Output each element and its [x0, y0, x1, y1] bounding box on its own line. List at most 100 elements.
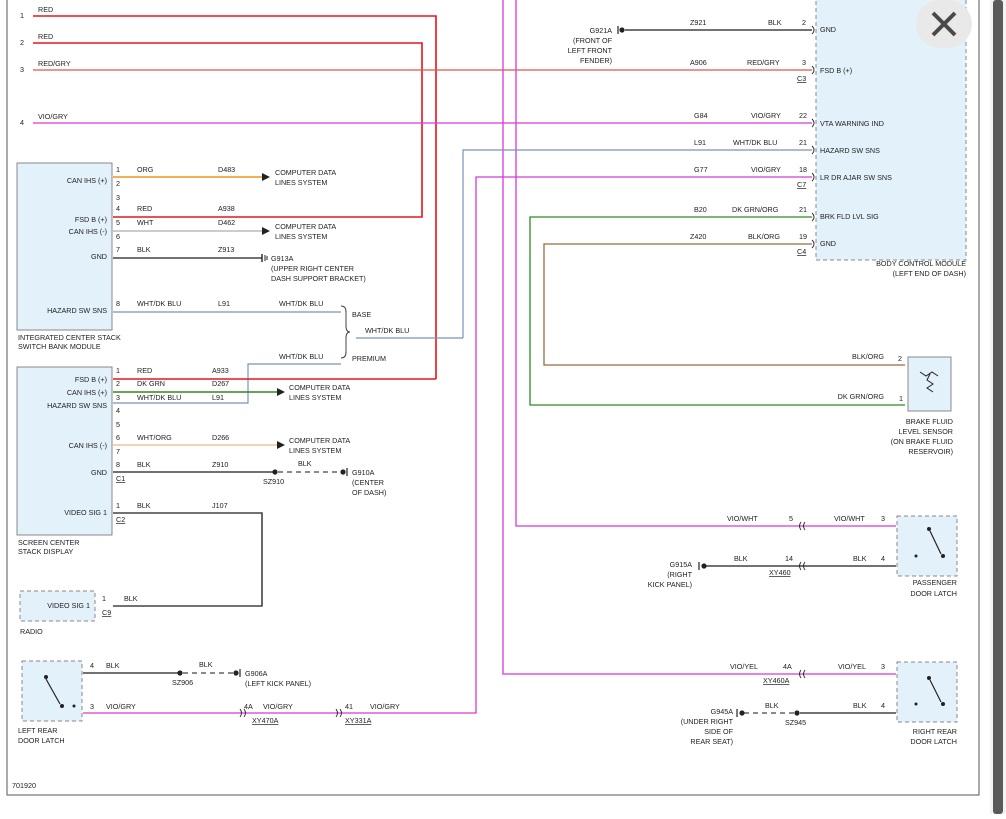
svg-text:7: 7 — [116, 447, 120, 456]
svg-text:BLK: BLK — [199, 660, 213, 669]
svg-text:DASH SUPPORT BRACKET): DASH SUPPORT BRACKET) — [271, 274, 366, 283]
svg-text:1: 1 — [116, 165, 120, 174]
svg-text:(UNDER RIGHT: (UNDER RIGHT — [681, 717, 734, 726]
svg-text:VIO/GRY: VIO/GRY — [38, 112, 68, 121]
svg-text:GND: GND — [820, 25, 836, 34]
svg-text:2: 2 — [116, 179, 120, 188]
svg-text:L91: L91 — [218, 299, 230, 308]
scrollbar-thumb[interactable] — [993, 0, 1003, 814]
svg-text:G921A: G921A — [590, 26, 613, 35]
svg-text:DK GRN/ORG: DK GRN/ORG — [838, 392, 885, 401]
svg-text:6: 6 — [116, 433, 120, 442]
svg-text:RIGHT REAR: RIGHT REAR — [913, 727, 957, 736]
svg-text:VIO/YEL: VIO/YEL — [730, 662, 758, 671]
svg-text:LINES SYSTEM: LINES SYSTEM — [289, 393, 341, 402]
svg-text:XY470A: XY470A — [252, 716, 279, 725]
svg-text:(UPPER RIGHT CENTER: (UPPER RIGHT CENTER — [271, 264, 354, 273]
dk-grn-org-wire — [529, 216, 905, 406]
svg-text:RED/GRY: RED/GRY — [38, 59, 71, 68]
svg-text:2: 2 — [898, 354, 902, 363]
computer-data-lines-1: COMPUTER DATA LINES SYSTEM — [275, 168, 336, 187]
svg-text:HAZARD SW SNS: HAZARD SW SNS — [820, 146, 880, 155]
wiring-diagram: 1 RED 2 RED 3 RED/GRY 4 VIO/GRY INTEGRAT… — [6, 0, 980, 796]
svg-text:RED: RED — [137, 366, 152, 375]
svg-text:Z420: Z420 — [690, 232, 706, 241]
svg-text:G906A: G906A — [245, 669, 268, 678]
svg-text:WHT/ORG: WHT/ORG — [137, 433, 172, 442]
svg-text:PREMIUM: PREMIUM — [352, 354, 386, 363]
svg-text:BRAKE FLUID: BRAKE FLUID — [906, 417, 953, 426]
svg-text:19: 19 — [799, 232, 807, 241]
svg-text:3: 3 — [20, 65, 24, 74]
integrated-center-stack-module: INTEGRATED CENTER STACK SWITCH BANK MODU… — [16, 162, 341, 351]
svg-text:G913A: G913A — [271, 254, 294, 263]
svg-text:4: 4 — [881, 701, 885, 710]
svg-text:2: 2 — [116, 379, 120, 388]
svg-text:RED: RED — [38, 32, 53, 41]
svg-text:REAR SEAT): REAR SEAT) — [690, 737, 733, 746]
svg-text:3: 3 — [90, 702, 94, 711]
svg-text:A906: A906 — [690, 58, 707, 67]
svg-text:G910A: G910A — [352, 468, 375, 477]
svg-text:VIO/GRY: VIO/GRY — [751, 111, 781, 120]
svg-text:CAN IHS (+): CAN IHS (+) — [67, 176, 107, 185]
svg-text:VTA WARNING IND: VTA WARNING IND — [820, 119, 884, 128]
computer-data-lines-3: COMPUTER DATA LINES SYSTEM — [289, 383, 350, 402]
blk-org-wire — [543, 243, 905, 366]
radio: VIDEO SIG 1 RADIO 1 C9 BLK — [19, 590, 138, 636]
svg-text:18: 18 — [799, 165, 807, 174]
svg-text:XY460A: XY460A — [763, 676, 790, 685]
svg-text:(LEFT END OF DASH): (LEFT END OF DASH) — [893, 269, 966, 278]
svg-text:D483: D483 — [218, 165, 235, 174]
svg-text:G77: G77 — [694, 165, 708, 174]
svg-text:COMPUTER DATA: COMPUTER DATA — [289, 436, 350, 445]
svg-text:RADIO: RADIO — [20, 627, 43, 636]
svg-text:G84: G84 — [694, 111, 708, 120]
vio-wht-wire — [515, 0, 812, 527]
svg-text:DK GRN/ORG: DK GRN/ORG — [732, 205, 779, 214]
svg-text:C1: C1 — [116, 474, 125, 483]
close-icon — [931, 11, 957, 37]
svg-text:DOOR LATCH: DOOR LATCH — [910, 737, 957, 746]
svg-text:VIO/GRY: VIO/GRY — [751, 165, 781, 174]
svg-text:BLK: BLK — [137, 245, 151, 254]
svg-text:2: 2 — [20, 38, 24, 47]
svg-text:SZ945: SZ945 — [785, 718, 806, 727]
vertical-scrollbar[interactable] — [990, 0, 1006, 814]
svg-text:LEVEL SENSOR: LEVEL SENSOR — [899, 427, 953, 436]
svg-text:Z910: Z910 — [212, 460, 228, 469]
svg-text:5: 5 — [116, 218, 120, 227]
svg-text:VIO/WHT: VIO/WHT — [834, 514, 865, 523]
svg-text:C4: C4 — [797, 247, 806, 256]
diagram-frame — [6, 0, 980, 796]
svg-text:(LEFT KICK PANEL): (LEFT KICK PANEL) — [245, 679, 311, 688]
svg-text:BODY CONTROL MODULE: BODY CONTROL MODULE — [876, 259, 966, 268]
svg-text:4A: 4A — [244, 702, 253, 711]
wire-color-label: RED — [38, 5, 53, 14]
close-button[interactable] — [916, 0, 972, 48]
svg-text:4: 4 — [116, 406, 120, 415]
svg-text:J107: J107 — [212, 501, 228, 510]
svg-text:FENDER): FENDER) — [580, 56, 612, 65]
svg-text:GND: GND — [91, 252, 107, 261]
svg-text:BLK: BLK — [734, 554, 748, 563]
svg-text:Z921: Z921 — [690, 18, 706, 27]
svg-text:BLK: BLK — [298, 459, 312, 468]
svg-text:Z913: Z913 — [218, 245, 234, 254]
svg-text:2: 2 — [802, 18, 806, 27]
svg-text:5: 5 — [116, 420, 120, 429]
brake-fluid-level-sensor: 2 BLK/ORG 1 DK GRN/ORG BRAKE FLUID LEVEL… — [838, 352, 953, 456]
svg-text:G915A: G915A — [670, 560, 693, 569]
computer-data-lines-2: COMPUTER DATA LINES SYSTEM — [275, 222, 336, 241]
svg-text:22: 22 — [799, 111, 807, 120]
svg-text:HAZARD SW SNS: HAZARD SW SNS — [47, 306, 107, 315]
svg-text:BLK: BLK — [765, 701, 779, 710]
svg-text:21: 21 — [799, 138, 807, 147]
circuit-2: 2 RED — [20, 32, 423, 218]
svg-text:G945A: G945A — [711, 707, 734, 716]
screen-center-stack-display: SCREEN CENTER STACK DISPLAY FSD B (+) CA… — [16, 366, 436, 607]
g921a-ground: G921A (FRONT OF LEFT FRONT FENDER) — [568, 26, 812, 65]
svg-text:3: 3 — [802, 58, 806, 67]
svg-text:LEFT REAR: LEFT REAR — [18, 726, 57, 735]
